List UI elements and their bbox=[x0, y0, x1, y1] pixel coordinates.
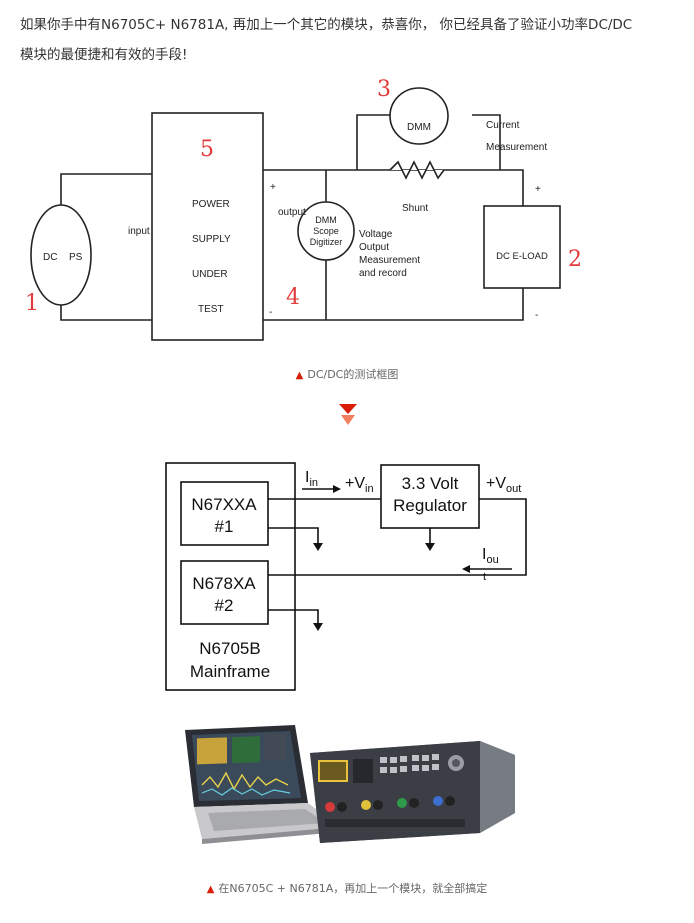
module-1-line-2: #1 bbox=[215, 517, 234, 536]
mainframe-regulator-diagram: N67XXA #1 N678XA #2 N6705B Mainframe 3.3… bbox=[165, 462, 527, 691]
module-2-box bbox=[180, 560, 269, 625]
voltage-note-1: Voltage bbox=[359, 229, 393, 240]
intro-line-2: 模块的最便捷和有效的手段! bbox=[20, 47, 188, 63]
module-2-line-1: N678XA bbox=[192, 574, 256, 593]
plus-output: + bbox=[270, 182, 276, 193]
module-1-line-1: N67XXA bbox=[191, 495, 257, 514]
number-5: 5 bbox=[200, 137, 214, 162]
n6705c-instrument-image bbox=[310, 741, 515, 843]
caption-triangle-icon: ▲ bbox=[295, 370, 304, 381]
dc-label: DC bbox=[43, 252, 57, 263]
number-3: 3 bbox=[377, 77, 391, 102]
dcdc-test-block-diagram: DC PS input POWER SUPPLY UNDER TEST + ou… bbox=[25, 77, 582, 341]
vin-label: +Vin bbox=[345, 475, 374, 495]
power-supply-under-test-box bbox=[151, 112, 264, 341]
regulator-box bbox=[380, 464, 480, 529]
number-4: 4 bbox=[286, 285, 300, 310]
number-2: 2 bbox=[568, 247, 582, 272]
current-note-2: Measurement bbox=[486, 142, 547, 153]
down-arrow-icon bbox=[339, 404, 357, 425]
iout-label-sub: t bbox=[483, 571, 486, 583]
regulator-line-1: 3.3 Volt bbox=[402, 474, 459, 493]
figure3-caption: ▲在N6705C + N6781A，再加上一个模块，就全部搞定 bbox=[0, 880, 694, 896]
eload-minus: - bbox=[535, 310, 538, 321]
laptop-image bbox=[185, 725, 340, 844]
intro-paragraph: 如果你手中有N6705C+ N6781A, 再加上一个其它的模块，恭喜你， 你已… bbox=[20, 10, 680, 70]
voltage-note-4: and record bbox=[359, 268, 407, 279]
iin-label: Iin bbox=[305, 469, 318, 489]
dmm-top-label: DMM bbox=[407, 122, 431, 133]
scope-line-2: Scope bbox=[313, 226, 339, 236]
product-photo bbox=[185, 725, 515, 844]
number-1: 1 bbox=[25, 291, 39, 316]
dut-line-4: TEST bbox=[198, 304, 224, 315]
mainframe-line-1: N6705B bbox=[199, 639, 260, 658]
scope-line-3: Digitizer bbox=[310, 237, 343, 247]
dc-eload-box bbox=[483, 205, 561, 289]
figure1-caption-text: DC/DC的测试框图 bbox=[307, 368, 399, 381]
voltage-note-3: Measurement bbox=[359, 255, 420, 266]
ground-arrow-icon bbox=[313, 623, 323, 631]
scope-line-1: DMM bbox=[315, 215, 337, 225]
ground-arrow-icon bbox=[425, 543, 435, 551]
iin-arrow-icon bbox=[333, 485, 341, 493]
output-label: output bbox=[278, 207, 306, 218]
ground-arrow-icon bbox=[313, 543, 323, 551]
dmm-top bbox=[389, 87, 449, 145]
dut-minus: - bbox=[269, 307, 272, 318]
caption-triangle-icon: ▲ bbox=[206, 884, 215, 895]
regulator-line-2: Regulator bbox=[393, 496, 467, 515]
module-1-box bbox=[180, 481, 269, 546]
iout-arrow-icon bbox=[462, 565, 470, 573]
dut-line-2: SUPPLY bbox=[192, 234, 231, 245]
mainframe-line-2: Mainframe bbox=[190, 662, 270, 681]
shunt-label: Shunt bbox=[402, 203, 428, 214]
shunt-resistor bbox=[389, 160, 445, 180]
figure3-caption-text: 在N6705C + N6781A，再加上一个模块，就全部搞定 bbox=[218, 882, 488, 895]
dmm-scope-digitizer bbox=[297, 201, 355, 261]
eload-label: DC E-LOAD bbox=[496, 251, 548, 262]
ps-label: PS bbox=[69, 252, 83, 263]
dut-line-1: POWER bbox=[192, 199, 230, 210]
iout-label: Iou bbox=[482, 546, 499, 566]
module-2-line-2: #2 bbox=[215, 596, 234, 615]
intro-line-1: 如果你手中有N6705C+ N6781A, 再加上一个其它的模块，恭喜你， 你已… bbox=[20, 17, 633, 33]
current-note-1: Current bbox=[486, 120, 520, 131]
dut-line-3: UNDER bbox=[192, 269, 228, 280]
input-label: input bbox=[128, 226, 150, 237]
eload-plus: + bbox=[535, 184, 541, 195]
figure1-caption: ▲DC/DC的测试框图 bbox=[0, 366, 694, 382]
voltage-note-2: Output bbox=[359, 242, 389, 253]
vout-label: +Vout bbox=[486, 475, 521, 495]
